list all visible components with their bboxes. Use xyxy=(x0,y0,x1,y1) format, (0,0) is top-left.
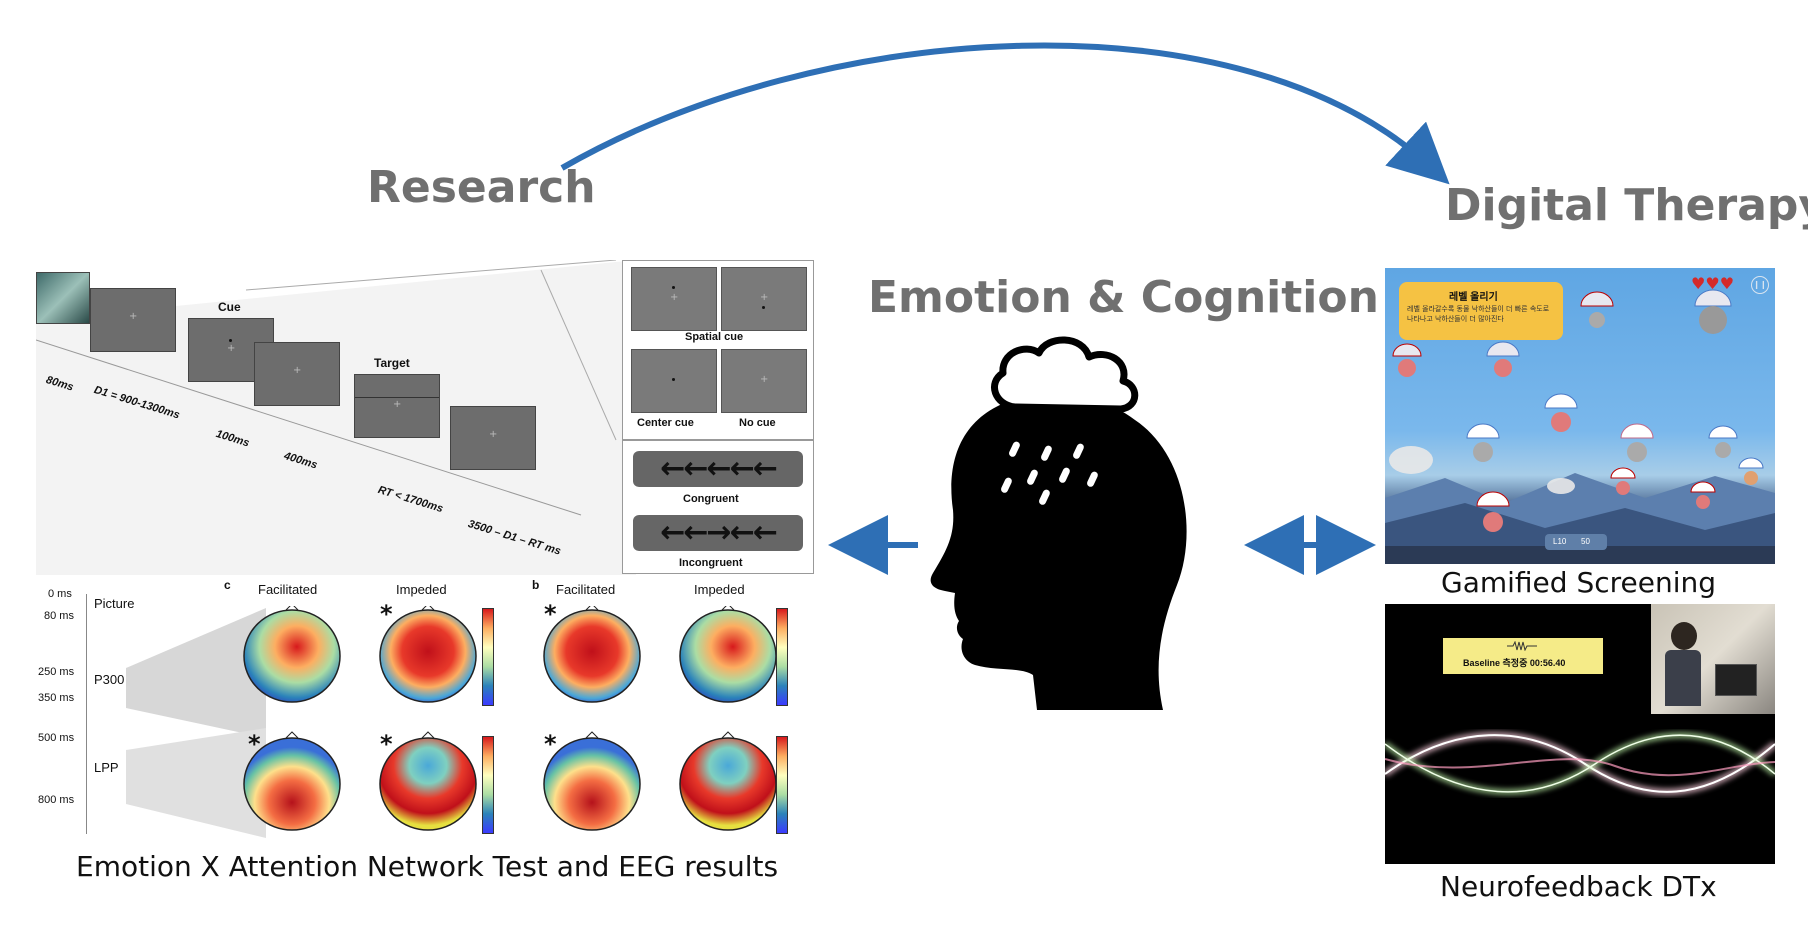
topomap xyxy=(243,606,341,703)
neurofeedback-waves xyxy=(1385,732,1775,795)
column-header: Impeded xyxy=(694,582,745,597)
incongruent-arrows: ←←→←← xyxy=(633,515,803,551)
column-header: Facilitated xyxy=(556,582,616,597)
colorbar xyxy=(776,608,788,706)
fixation-screen: + xyxy=(90,288,176,352)
target-screen: + xyxy=(354,374,440,438)
topomap xyxy=(543,606,641,703)
no-cue-label: No cue xyxy=(739,417,776,429)
topomap xyxy=(379,606,477,703)
significance-star: * xyxy=(380,600,393,628)
level-score-pill: L10 50 xyxy=(1545,534,1607,550)
waveform-icon xyxy=(1507,641,1537,651)
topomap xyxy=(243,731,341,831)
lives-hearts-icon: ♥♥♥ xyxy=(1691,274,1735,293)
cue-conditions-panel: + + Spatial cue + Center cue No cue xyxy=(622,260,814,440)
emotion-cognition-label: Emotion & Cognition xyxy=(868,272,1379,323)
parachute-animal-icon xyxy=(1580,291,1614,328)
spatial-cue-label: Spatial cue xyxy=(685,331,744,343)
ant-paradigm-figure: + Cue + + Target + + 80ms D1 = 900-1300m… xyxy=(36,260,816,575)
colorbar xyxy=(482,736,494,834)
gamified-caption: Gamified Screening xyxy=(1441,566,1717,599)
topomap xyxy=(543,731,641,831)
topomap xyxy=(679,606,777,703)
topomap-grid xyxy=(243,606,777,831)
level-value: L10 xyxy=(1553,537,1567,546)
rain-cloud-icon xyxy=(991,336,1139,413)
gamified-screening-screenshot: 레벨 올리기 레벨 올라갈수록 동물 낙하산들이 더 빠른 속도로 나타나고 낙… xyxy=(1385,268,1775,564)
parachute-animal-icon xyxy=(1544,393,1578,432)
time-tick: 80 ms xyxy=(44,610,74,622)
pause-icon[interactable]: ❙❙ xyxy=(1751,276,1769,294)
picture-thumbnail xyxy=(36,272,90,324)
parachute-animal-icon xyxy=(1392,343,1422,377)
stage-label: Picture xyxy=(94,596,135,611)
parachute-animal-icon xyxy=(1610,467,1636,495)
time-tick: 250 ms xyxy=(38,666,75,678)
parachute-animal-icon xyxy=(1694,289,1732,334)
flanker-conditions-panel: ←←←←← Congruent ←←→←← Incongruent xyxy=(622,440,814,574)
significance-star: * xyxy=(248,730,261,758)
column-header: Facilitated xyxy=(258,582,318,597)
eeg-results-figure: 0 ms 80 ms 250 ms 350 ms 500 ms 800 ms P… xyxy=(36,578,816,838)
neurofeedback-caption: Neurofeedback DTx xyxy=(1440,870,1717,903)
parachute-animal-icon xyxy=(1738,457,1764,485)
colorbar xyxy=(776,736,788,834)
time-tick: 0 ms xyxy=(48,588,72,600)
popup-body: 레벨 올라갈수록 동물 낙하산들이 더 빠른 속도로 나타나고 낙하산들이 더 … xyxy=(1407,305,1550,323)
congruent-arrows: ←←←←← xyxy=(633,451,803,487)
time-tick: 350 ms xyxy=(38,692,75,704)
level-up-popup: 레벨 올리기 레벨 올라갈수록 동물 낙하산들이 더 빠른 속도로 나타나고 낙… xyxy=(1399,282,1563,340)
center-cue-label: Center cue xyxy=(637,417,694,429)
cue-label: Cue xyxy=(218,300,241,314)
parachute-animals xyxy=(1389,289,1764,532)
colorbar xyxy=(482,608,494,706)
target-label: Target xyxy=(374,356,410,370)
parachute-animal-icon xyxy=(1476,491,1510,532)
head-silhouette-icon xyxy=(930,336,1187,710)
research-label: Research xyxy=(367,162,596,213)
neurofeedback-screenshot: Baseline 측정중 00:56.40 xyxy=(1385,604,1775,864)
popup-title: 레벨 올리기 xyxy=(1449,292,1498,303)
research-to-therapy-arrow xyxy=(560,42,1450,185)
column-header: Impeded xyxy=(396,582,447,597)
digital-therapy-label: Digital Therapy xyxy=(1445,180,1808,231)
significance-star: * xyxy=(380,730,393,758)
baseline-banner: Baseline 측정중 00:56.40 xyxy=(1443,638,1603,674)
panel-letter: c xyxy=(224,578,231,592)
parachute-animal-icon xyxy=(1708,425,1738,458)
rain-drops xyxy=(1001,441,1098,505)
significance-star: * xyxy=(544,600,557,628)
post-target-screen: + xyxy=(450,406,536,470)
topomap xyxy=(379,731,477,831)
time-tick: 800 ms xyxy=(38,794,75,806)
panel-letter: b xyxy=(532,578,540,592)
congruent-label: Congruent xyxy=(683,493,739,505)
parachute-animal-icon xyxy=(1466,423,1500,462)
interval-screen: + xyxy=(254,342,340,406)
stage-label: P300 xyxy=(94,672,125,687)
time-tick: 500 ms xyxy=(38,732,75,744)
stage-label: LPP xyxy=(94,760,119,775)
incongruent-label: Incongruent xyxy=(679,557,743,569)
research-caption: Emotion X Attention Network Test and EEG… xyxy=(76,850,779,883)
score-value: 50 xyxy=(1581,537,1590,546)
parachute-animal-icon xyxy=(1690,481,1716,509)
baseline-text: Baseline 측정중 00:56.40 xyxy=(1463,658,1566,668)
participant-photo xyxy=(1651,604,1775,714)
parachute-animal-icon xyxy=(1486,341,1520,377)
significance-star: * xyxy=(544,730,557,758)
topomap xyxy=(679,731,777,831)
parachute-animal-icon xyxy=(1620,423,1654,462)
